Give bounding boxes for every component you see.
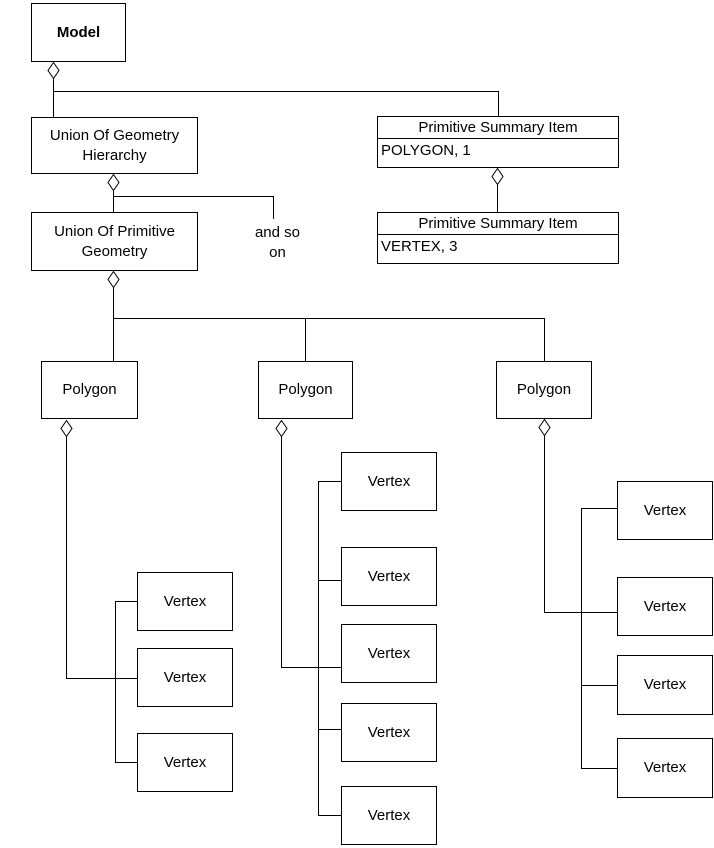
class-box-model: Model xyxy=(31,3,126,62)
connector-line xyxy=(66,437,67,678)
class-label: Vertex xyxy=(367,567,411,585)
connector-line xyxy=(318,729,342,730)
class-label: Polygon xyxy=(278,381,333,398)
connector-line xyxy=(53,91,499,92)
class-box-vertex: Vertex xyxy=(617,738,713,798)
class-label: Vertex xyxy=(367,472,411,490)
class-label: Model xyxy=(56,23,101,41)
connector-line xyxy=(273,196,274,219)
class-attribute: POLYGON, 1 xyxy=(381,142,471,159)
connector-line xyxy=(318,481,342,482)
class-attribute: VERTEX, 3 xyxy=(381,238,458,255)
connector-line xyxy=(318,580,342,581)
class-box-vertex: Vertex xyxy=(617,577,713,636)
connector-line xyxy=(115,601,138,602)
class-box-vertex: Vertex xyxy=(137,648,233,707)
class-label: Vertex xyxy=(163,592,207,610)
connector-line xyxy=(281,437,282,667)
class-label: Union Of Geometry Hierarchy xyxy=(49,126,180,164)
class-box-primitive-summary-item-polygon: Primitive Summary Item POLYGON, 1 xyxy=(377,116,619,168)
connector-line xyxy=(305,318,306,361)
class-box-polygon-1: Polygon xyxy=(41,361,138,419)
class-box-vertex: Vertex xyxy=(617,655,713,715)
aggregation-diamond-icon xyxy=(538,419,551,436)
class-label: Vertex xyxy=(643,597,687,615)
class-box-vertex: Vertex xyxy=(341,547,437,606)
connector-line xyxy=(281,667,342,668)
class-label: Vertex xyxy=(367,723,411,741)
class-label: Vertex xyxy=(643,759,687,776)
class-box-vertex: Vertex xyxy=(617,481,713,540)
class-box-vertex: Vertex xyxy=(137,572,233,631)
connector-line xyxy=(318,481,319,816)
class-title: Primitive Summary Item xyxy=(378,213,618,235)
aggregation-diamond-icon xyxy=(107,174,120,191)
aggregation-diamond-icon xyxy=(47,62,60,79)
class-box-vertex: Vertex xyxy=(341,452,437,511)
connector-line xyxy=(53,79,54,117)
aggregation-diamond-icon xyxy=(107,271,120,288)
connector-line xyxy=(113,288,114,361)
class-box-vertex: Vertex xyxy=(341,703,437,762)
class-label: Vertex xyxy=(163,753,207,771)
connector-line xyxy=(113,196,274,197)
class-box-vertex: Vertex xyxy=(341,624,437,683)
class-label: Vertex xyxy=(643,501,687,519)
connector-line xyxy=(66,678,138,679)
class-box-vertex: Vertex xyxy=(341,786,437,845)
annotation-and-so-on: and so on xyxy=(254,224,301,261)
class-box-union-of-geometry-hierarchy: Union Of Geometry Hierarchy xyxy=(31,117,198,174)
connector-line xyxy=(497,185,498,212)
class-label: Vertex xyxy=(367,806,411,824)
class-box-polygon-2: Polygon xyxy=(258,361,353,419)
class-label: Vertex xyxy=(163,668,207,686)
class-box-vertex: Vertex xyxy=(137,733,233,792)
connector-line xyxy=(115,762,138,763)
aggregation-diamond-icon xyxy=(60,420,73,437)
class-label: Vertex xyxy=(367,644,411,662)
class-title: Primitive Summary Item xyxy=(378,117,618,139)
connector-line xyxy=(581,508,582,769)
connector-line xyxy=(581,685,618,686)
class-label: Polygon xyxy=(516,381,572,398)
class-label: Vertex xyxy=(643,676,687,693)
connector-line xyxy=(498,91,499,116)
connector-line xyxy=(544,318,545,361)
connector-line xyxy=(544,436,545,612)
aggregation-diamond-icon xyxy=(491,168,504,185)
connector-line xyxy=(113,191,114,212)
aggregation-diamond-icon xyxy=(275,420,288,437)
class-label: Polygon xyxy=(62,381,117,398)
connector-line xyxy=(115,601,116,763)
class-box-primitive-summary-item-vertex: Primitive Summary Item VERTEX, 3 xyxy=(377,212,619,264)
connector-line xyxy=(318,815,342,816)
class-box-polygon-3: Polygon xyxy=(496,361,592,419)
class-label: Union Of Primitive Geometry xyxy=(54,222,175,260)
connector-line xyxy=(581,768,618,769)
connector-line xyxy=(113,318,545,319)
connector-line xyxy=(581,508,618,509)
class-box-union-of-primitive-geometry: Union Of Primitive Geometry xyxy=(31,212,198,271)
